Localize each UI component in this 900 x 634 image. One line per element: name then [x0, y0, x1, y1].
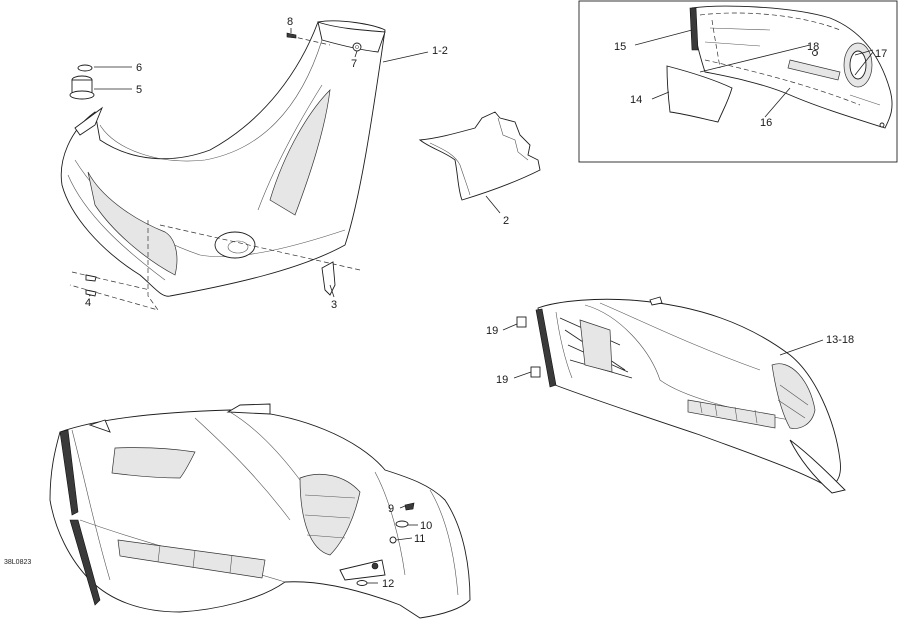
deflector-part	[418, 111, 541, 201]
inner-panel-part	[516, 296, 846, 494]
assembly-lines	[69, 35, 361, 311]
callout-labels: 1-2 2 3 4 5 6 7 8 9 10 11 12 13-18 14 15…	[4, 16, 887, 590]
callout-1-2: 1-2	[432, 45, 448, 57]
callout-17: 17	[875, 48, 887, 60]
side-panel-assembled-part	[49, 403, 471, 619]
callout-19-upper: 19	[486, 325, 498, 337]
callout-leaders	[88, 28, 874, 584]
diagram-code: 38L0823	[4, 559, 31, 566]
callout-14: 14	[630, 94, 642, 106]
callout-5: 5	[136, 84, 142, 96]
callout-11: 11	[414, 533, 425, 545]
callout-13-18: 13-18	[826, 334, 854, 346]
callout-8: 8	[287, 16, 293, 28]
callout-16: 16	[760, 117, 772, 129]
callout-10: 10	[420, 520, 432, 532]
callout-7: 7	[351, 58, 357, 70]
callout-9: 9	[388, 503, 394, 515]
inset-box	[578, 0, 898, 163]
callout-4: 4	[85, 297, 91, 309]
fastener-parts	[69, 32, 362, 297]
side-panel-part	[60, 20, 386, 297]
callout-15: 15	[614, 41, 626, 53]
callout-6: 6	[136, 62, 142, 74]
callout-18: 18	[807, 41, 819, 53]
callout-19-lower: 19	[496, 374, 508, 386]
callout-2: 2	[503, 215, 509, 227]
callout-12: 12	[382, 578, 394, 590]
callout-3: 3	[331, 299, 337, 311]
